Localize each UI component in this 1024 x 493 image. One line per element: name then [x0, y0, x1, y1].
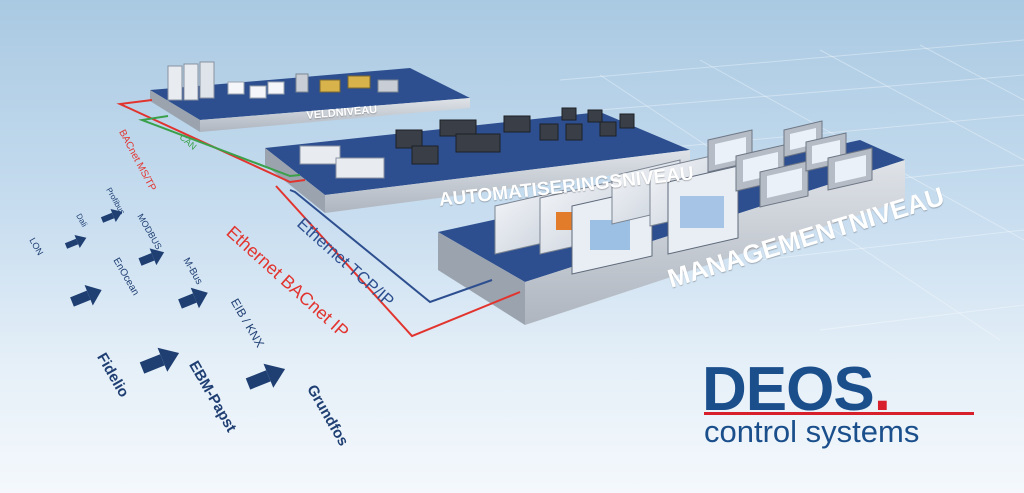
automation-controllers — [299, 107, 635, 179]
arrow-profibus-icon — [100, 209, 123, 223]
deos-logo: DEOS. control systems — [700, 355, 990, 450]
field-devices — [167, 61, 399, 101]
logo-dot: . — [873, 355, 891, 424]
arrow-ebm-papst-icon — [245, 363, 286, 390]
logo-tagline: control systems — [704, 414, 920, 449]
ethernet-bacnet-ip-line — [275, 185, 521, 338]
arrow-fidelio-icon — [139, 347, 180, 374]
protocol-arrows — [64, 209, 286, 390]
arrow-modbus-icon — [138, 248, 165, 266]
management-level-platform — [438, 120, 905, 325]
arrow-mbus-icon — [178, 287, 208, 309]
automation-level-platform — [265, 107, 690, 213]
software-screens — [494, 153, 739, 275]
can-line — [138, 115, 301, 178]
field-level-platform — [150, 61, 470, 132]
ethernet-tcpip-line — [289, 189, 493, 304]
arrow-dali-icon — [64, 235, 87, 249]
logo-rule — [704, 412, 974, 415]
arrow-enocean-icon — [70, 285, 102, 307]
touch-panels — [707, 120, 873, 208]
